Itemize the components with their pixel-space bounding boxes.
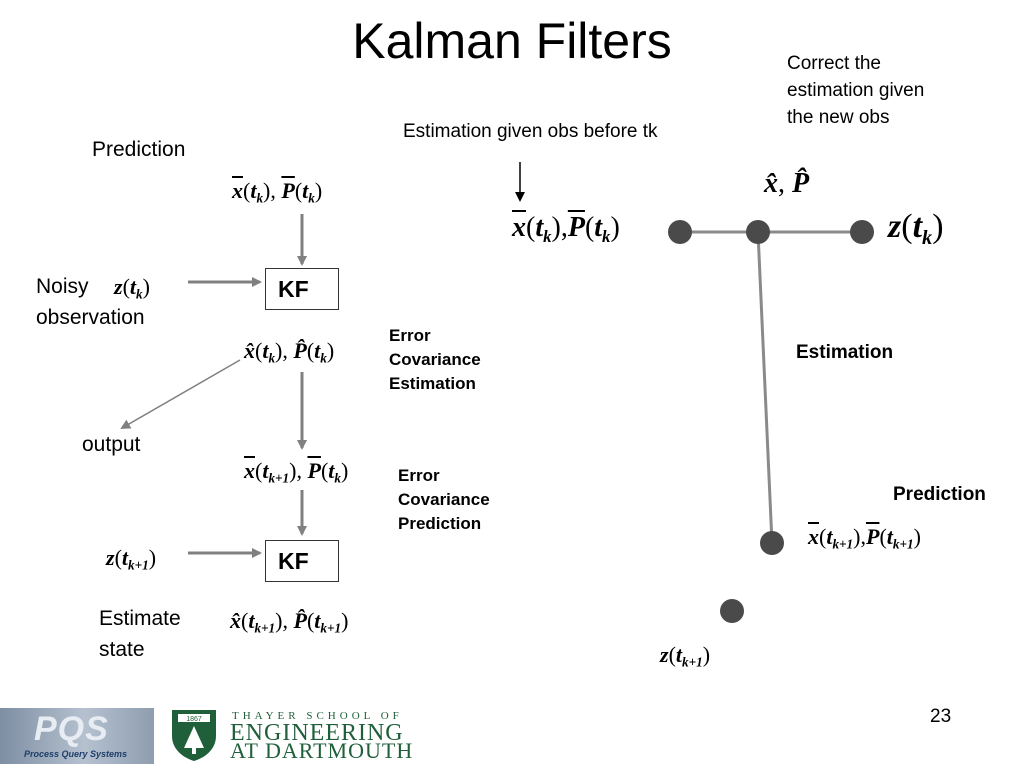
eq-prior-k-right: x(tk),P(tk) [512, 212, 620, 246]
node-update [746, 220, 770, 244]
eq-prior-k1-right: x(tk+1),P(tk+1) [808, 524, 921, 552]
node-prior-k1 [760, 531, 784, 555]
prediction-label: Prediction [92, 138, 186, 161]
eq-prior-k1-left: x(tk+1), P(tk) [244, 458, 349, 486]
state-label: state [99, 638, 145, 661]
edge-vertical [756, 231, 774, 544]
pqs-logo: PQS Process Query Systems [0, 708, 154, 764]
shield-year: 1867 [186, 716, 202, 723]
eq-post-k1: x̂(tk+1), P̂(tk+1) [230, 608, 349, 636]
eq-post-k: x̂(tk), P̂(tk) [244, 338, 335, 366]
page-number: 23 [930, 706, 952, 727]
eq-z-k-right: z(tk) [888, 208, 944, 250]
observation-label: observation [36, 306, 145, 329]
eq-z-k1-left: z(tk+1) [106, 545, 157, 573]
eq-prior-k: x(tk), P(tk) [232, 178, 323, 206]
eq-z-k1-right: z(tk+1) [660, 642, 711, 670]
estimation-label: Estimation [796, 342, 894, 363]
node-z-k [850, 220, 874, 244]
thayer-line-2: ENGINEERING [230, 720, 404, 746]
kf-box-2: KF [265, 540, 339, 582]
slide-title: Kalman Filters [352, 13, 672, 69]
diagram-canvas [120, 162, 874, 623]
error-cov-prediction: Error Covariance Prediction [398, 466, 490, 533]
correct-note: Correct the estimation given the new obs [787, 53, 925, 128]
kf-box-1: KF [265, 268, 339, 310]
thayer-line-3: AT DARTMOUTH [230, 738, 414, 763]
est-given-obs-label: Estimation given obs before tk [403, 121, 658, 142]
thayer-line-1: THAYER SCHOOL OF [232, 710, 403, 722]
dartmouth-shield-icon: 1867 [172, 710, 216, 761]
prediction-label-right: Prediction [893, 484, 986, 505]
estimate-label: Estimate [99, 607, 181, 630]
eq-z-k-left: z(tk) [114, 274, 150, 302]
error-cov-estimation: Error Covariance Estimation [389, 326, 481, 393]
noisy-label: Noisy [36, 275, 89, 298]
node-z-k1 [720, 599, 744, 623]
output-label: output [82, 433, 141, 456]
arrow-to-output [120, 359, 241, 429]
node-prior-k [668, 220, 692, 244]
hat-x-p: x̂, P̂ [764, 168, 810, 199]
